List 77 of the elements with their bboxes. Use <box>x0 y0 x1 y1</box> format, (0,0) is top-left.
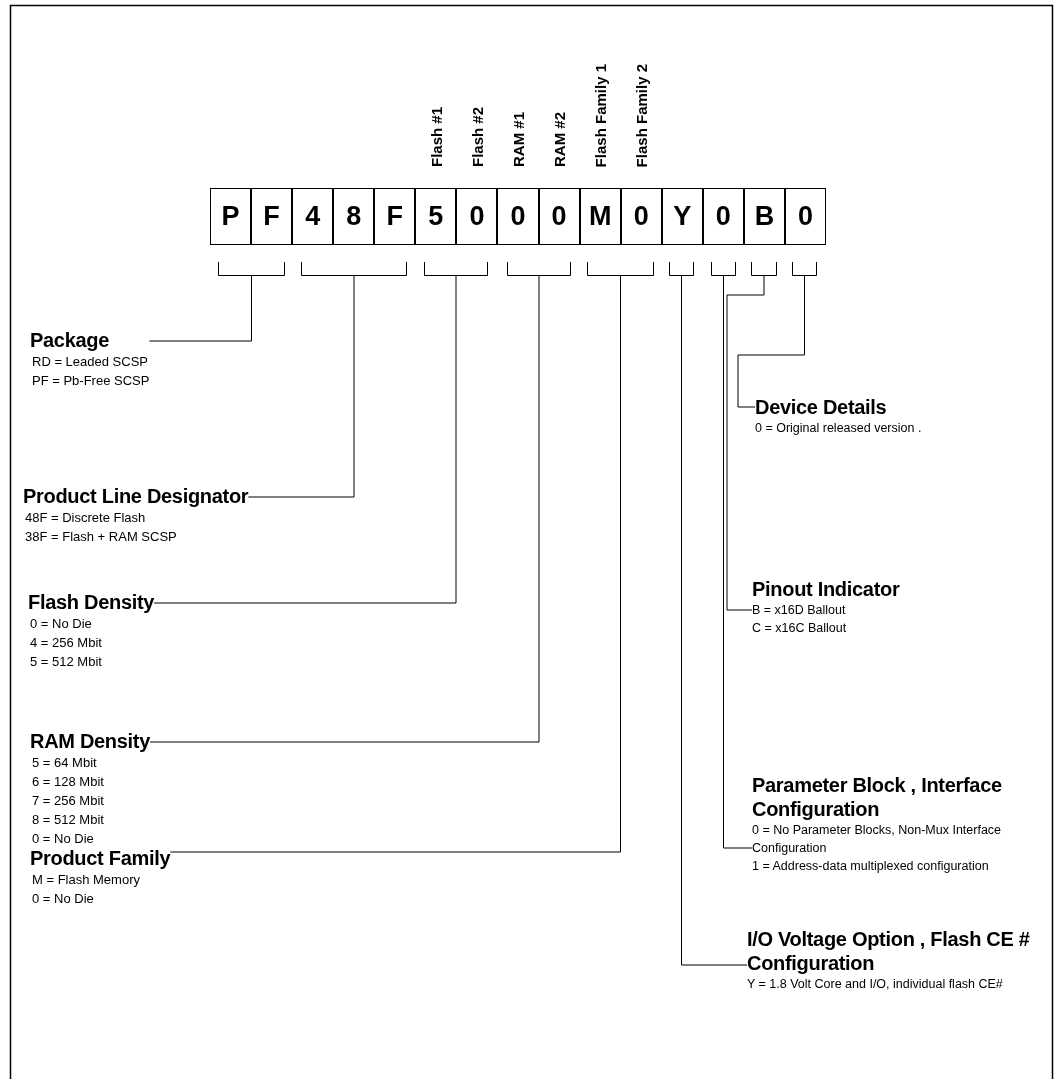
code-description: 0 = No Die <box>32 890 95 908</box>
leader-line <box>169 275 621 853</box>
field-heading: Product Line Designator <box>23 484 249 508</box>
bracket-mark <box>669 262 694 276</box>
field-heading: Product Family <box>30 846 171 870</box>
field-heading: RAM Density <box>30 729 151 753</box>
part-number-character: 0 <box>633 203 649 230</box>
part-number-character: 8 <box>346 203 362 230</box>
field-heading: Package <box>30 328 111 352</box>
field-heading: Flash Density <box>28 590 155 614</box>
code-description: 0 = No Parameter Blocks, Non-Mux Interface Configuration <box>752 822 1003 857</box>
code-description: 7 = 256 Mbit <box>32 792 105 810</box>
leader-line <box>723 275 753 849</box>
part-number-character: Y <box>673 203 692 230</box>
code-description: B = x16D Ballout <box>752 602 847 619</box>
code-description: 0 = No Die <box>32 830 95 848</box>
part-number-character: B <box>754 203 775 230</box>
character-box <box>333 188 375 245</box>
position-label: Flash Family 1 <box>591 63 609 167</box>
position-label: RAM #2 <box>550 112 568 167</box>
bracket-mark <box>792 262 817 276</box>
position-label: Flash #1 <box>427 106 445 167</box>
code-description: 0 = No Die <box>30 615 93 633</box>
code-description: 0 = Original released version . <box>755 420 923 437</box>
code-description: Y = 1.8 Volt Core and I/O, individual flash CE# <box>747 976 1004 993</box>
part-number-character: 0 <box>715 203 731 230</box>
leader-line <box>153 275 457 604</box>
part-number-character: P <box>221 203 240 230</box>
position-label: Flash #2 <box>468 106 486 167</box>
character-box <box>661 188 703 245</box>
character-box <box>784 188 827 245</box>
part-number-character: F <box>386 203 404 230</box>
leader-line <box>726 275 765 611</box>
leader-line <box>149 275 540 743</box>
code-description: PF = Pb-Free SCSP <box>32 372 150 390</box>
character-box <box>210 188 252 245</box>
bracket-mark <box>751 262 777 276</box>
field-heading: Device Details <box>755 395 888 419</box>
code-description: 8 = 512 Mbit <box>32 811 105 829</box>
character-box <box>374 188 416 245</box>
code-description: 1 = Address-data multiplexed configuration <box>752 858 990 875</box>
character-box <box>702 188 744 245</box>
part-number-character: 0 <box>469 203 485 230</box>
part-number-character: 0 <box>510 203 526 230</box>
code-description: M = Flash Memory <box>32 871 141 889</box>
bracket-mark <box>301 262 407 276</box>
code-description: RD = Leaded SCSP <box>32 353 149 371</box>
code-description: 48F = Discrete Flash <box>25 509 147 527</box>
leader-line <box>247 275 355 498</box>
code-description: 5 = 64 Mbit <box>32 754 98 772</box>
bracket-mark <box>507 262 571 276</box>
position-label: RAM #1 <box>509 112 527 167</box>
character-box <box>743 188 785 245</box>
leader-line <box>681 275 748 966</box>
part-number-character: 0 <box>551 203 567 230</box>
leader-line <box>148 275 252 342</box>
position-label: Flash Family 2 <box>632 63 650 167</box>
bracket-mark <box>218 262 285 276</box>
bracket-mark <box>587 262 654 276</box>
code-description: C = x16C Ballout <box>752 620 848 637</box>
character-box <box>292 188 334 245</box>
code-description: 38F = Flash + RAM SCSP <box>25 528 178 546</box>
field-heading: Pinout Indicator <box>752 577 901 601</box>
field-heading: I/O Voltage Option , Flash CE # Configuration <box>747 927 1031 975</box>
bracket-mark <box>711 262 736 276</box>
part-number-character: 0 <box>798 203 813 230</box>
leader-line <box>737 275 805 408</box>
code-description: 5 = 512 Mbit <box>30 653 103 671</box>
part-number-character: 5 <box>428 203 444 230</box>
field-heading: Parameter Block , Interface Configuration <box>752 773 1003 821</box>
bracket-mark <box>424 262 488 276</box>
code-description: 6 = 128 Mbit <box>32 773 105 791</box>
code-description: 4 = 256 Mbit <box>30 634 103 652</box>
part-number-character: 4 <box>305 203 321 230</box>
part-number-character: M <box>588 203 612 230</box>
part-number-character: F <box>263 203 280 230</box>
character-box <box>251 188 293 245</box>
